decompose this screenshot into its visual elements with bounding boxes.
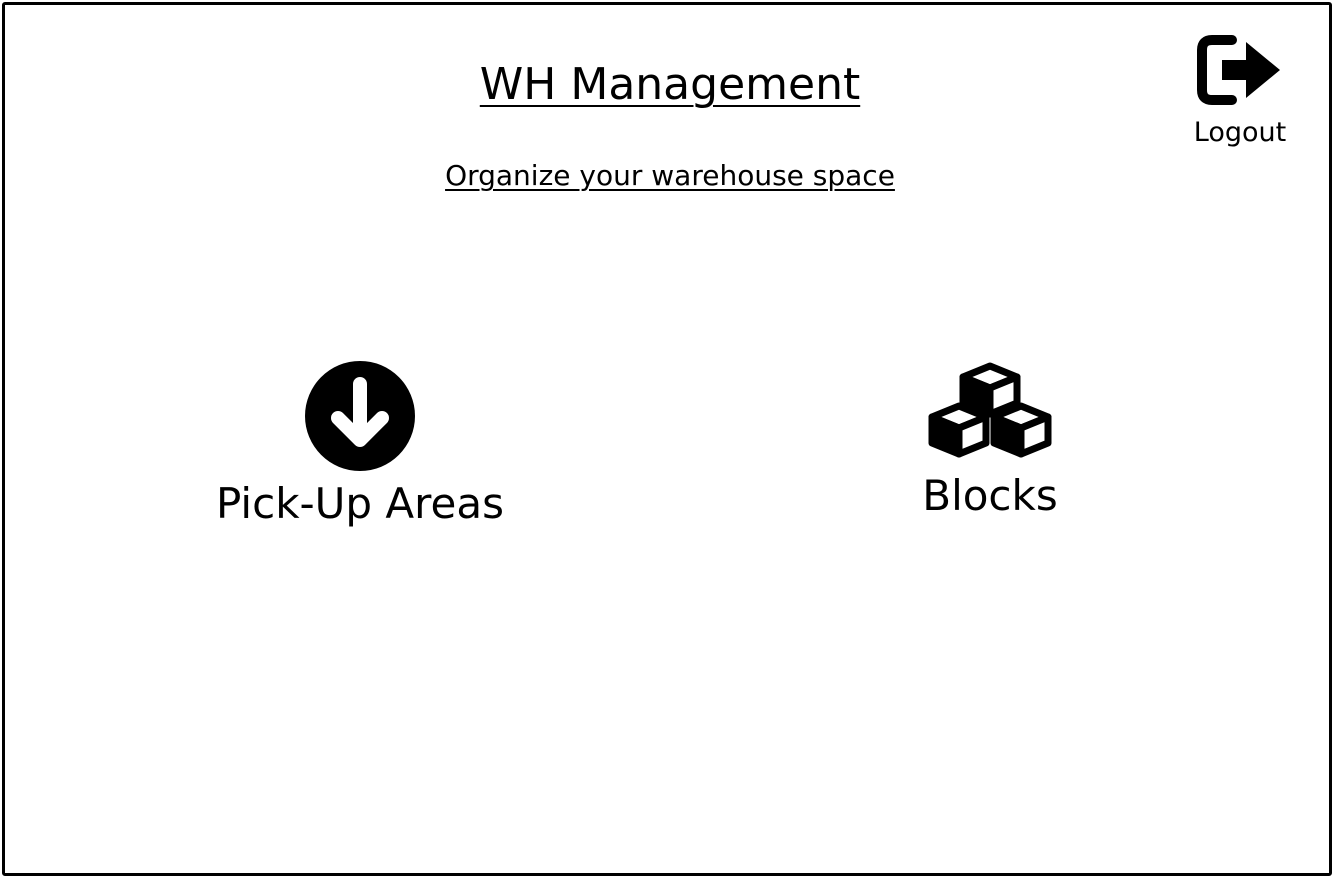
cubes-icon <box>928 362 1052 458</box>
logout-label: Logout <box>1193 117 1287 148</box>
page-title: WH Management <box>0 58 1340 112</box>
page-title-link[interactable]: WH Management <box>479 59 861 110</box>
logout-button[interactable]: Logout <box>1180 34 1300 158</box>
pickup-areas-label: Pick-Up Areas <box>216 479 504 528</box>
page-subtitle: Organize your warehouse space <box>0 158 1340 194</box>
blocks-tile[interactable]: Blocks <box>880 360 1100 535</box>
arrow-circle-down-icon <box>305 361 415 471</box>
blocks-label: Blocks <box>922 471 1058 520</box>
sign-out-icon <box>1197 35 1280 105</box>
pickup-areas-tile[interactable]: Pick-Up Areas <box>190 360 530 535</box>
page-subtitle-link[interactable]: Organize your warehouse space <box>445 159 895 192</box>
